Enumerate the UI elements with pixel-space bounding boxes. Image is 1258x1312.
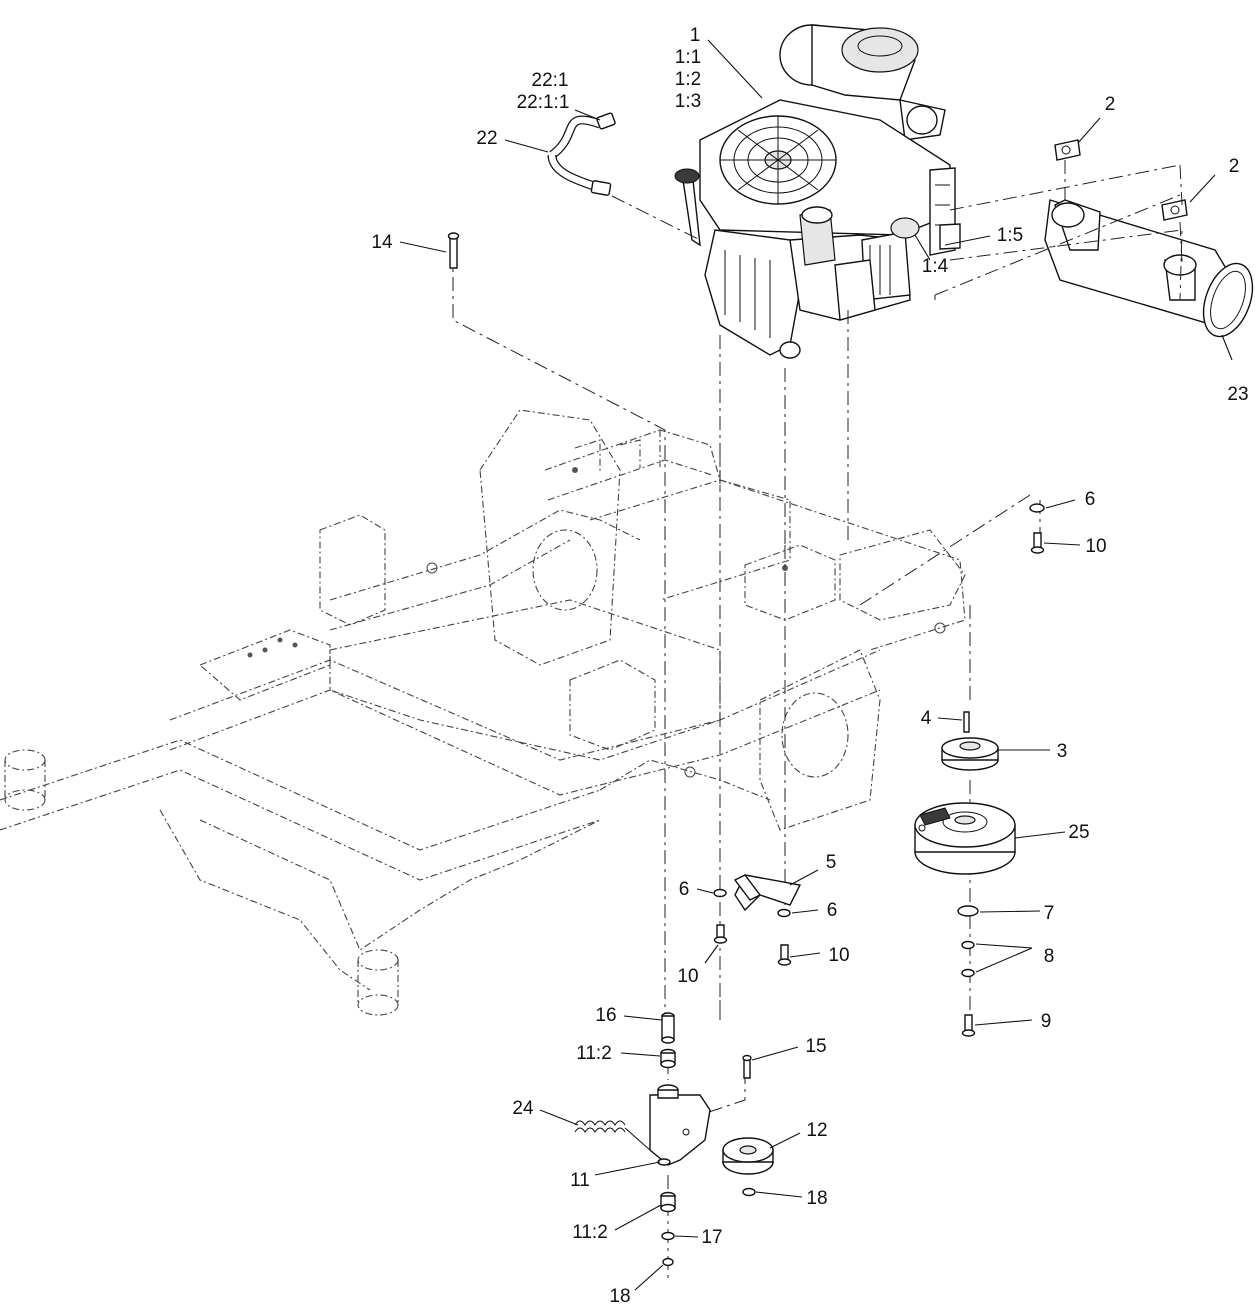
key — [963, 711, 970, 733]
callout-1-1: 1:1 — [675, 47, 701, 68]
bracket — [733, 874, 802, 912]
leader-lines — [399, 39, 1233, 1291]
bolt — [961, 1014, 976, 1037]
washer — [961, 968, 975, 978]
callout-16: 16 — [595, 1005, 616, 1026]
electric-clutch — [914, 802, 1016, 875]
pulley — [941, 737, 999, 771]
callout-8: 8 — [1044, 946, 1055, 967]
callout-25: 25 — [1068, 822, 1089, 843]
callout-7: 7 — [1044, 903, 1055, 924]
washer — [961, 940, 975, 950]
washer — [777, 908, 791, 918]
callout-1-2: 1:2 — [675, 69, 701, 90]
bushing — [660, 1048, 676, 1069]
nut — [742, 1187, 756, 1197]
callout-24: 24 — [512, 1098, 534, 1119]
callout-11: 11 — [570, 1170, 590, 1191]
shoulder-bolt — [661, 1012, 675, 1044]
callout-5: 5 — [826, 852, 837, 873]
washer — [1029, 503, 1045, 513]
engine — [674, 24, 961, 359]
chassis-frame — [0, 409, 966, 1016]
pin — [742, 1054, 752, 1079]
callout-6-mid: 6 — [827, 900, 838, 921]
callout-1: 1 — [690, 25, 701, 46]
callout-3: 3 — [1057, 741, 1068, 762]
callout-18-right: 18 — [806, 1188, 827, 1209]
pin — [447, 232, 460, 269]
callout-22-1: 22:1 — [532, 70, 569, 91]
callout-10-right: 10 — [1085, 536, 1106, 557]
callout-9: 9 — [1041, 1011, 1052, 1032]
callout-10-left: 10 — [677, 966, 698, 987]
callout-6-left: 6 — [679, 879, 690, 900]
callout-1-5: 1:5 — [997, 225, 1023, 246]
callout-1-3: 1:3 — [675, 91, 701, 112]
washer — [713, 888, 727, 898]
idler-pulley — [722, 1137, 774, 1175]
callout-22-1-1: 22:1:1 — [517, 92, 570, 113]
callout-11-2-upper: 11:2 — [576, 1043, 612, 1064]
washer — [957, 905, 979, 917]
muffler — [1044, 199, 1254, 338]
callout-17: 17 — [701, 1227, 722, 1248]
callout-23: 23 — [1227, 384, 1248, 405]
nut — [662, 1257, 674, 1267]
bolt — [1030, 532, 1045, 554]
callout-11-2-lower: 11:2 — [572, 1222, 608, 1243]
washer — [661, 1231, 675, 1241]
callout-labels: 1 1:1 1:2 1:3 22:1 22:1:1 22 2 2 1:5 1:4… — [371, 25, 1248, 1307]
extension-spring — [574, 1120, 651, 1151]
callout-4: 4 — [921, 708, 932, 729]
idler-arm — [649, 1084, 711, 1166]
callout-12: 12 — [806, 1120, 827, 1141]
callout-1-4: 1:4 — [922, 256, 949, 277]
callout-14: 14 — [371, 232, 393, 253]
bushing — [660, 1191, 676, 1213]
exhaust-gasket — [1054, 139, 1188, 221]
callout-15: 15 — [805, 1036, 826, 1057]
bolt — [777, 944, 792, 966]
fuel-hose — [547, 112, 701, 241]
callout-2-upper: 2 — [1105, 94, 1116, 115]
bolt — [713, 924, 728, 944]
callout-22: 22 — [476, 128, 497, 149]
callout-6-right: 6 — [1085, 489, 1096, 510]
callout-10-mid: 10 — [828, 945, 849, 966]
callout-2-lower: 2 — [1229, 156, 1240, 177]
callout-18-bottom: 18 — [609, 1286, 630, 1307]
